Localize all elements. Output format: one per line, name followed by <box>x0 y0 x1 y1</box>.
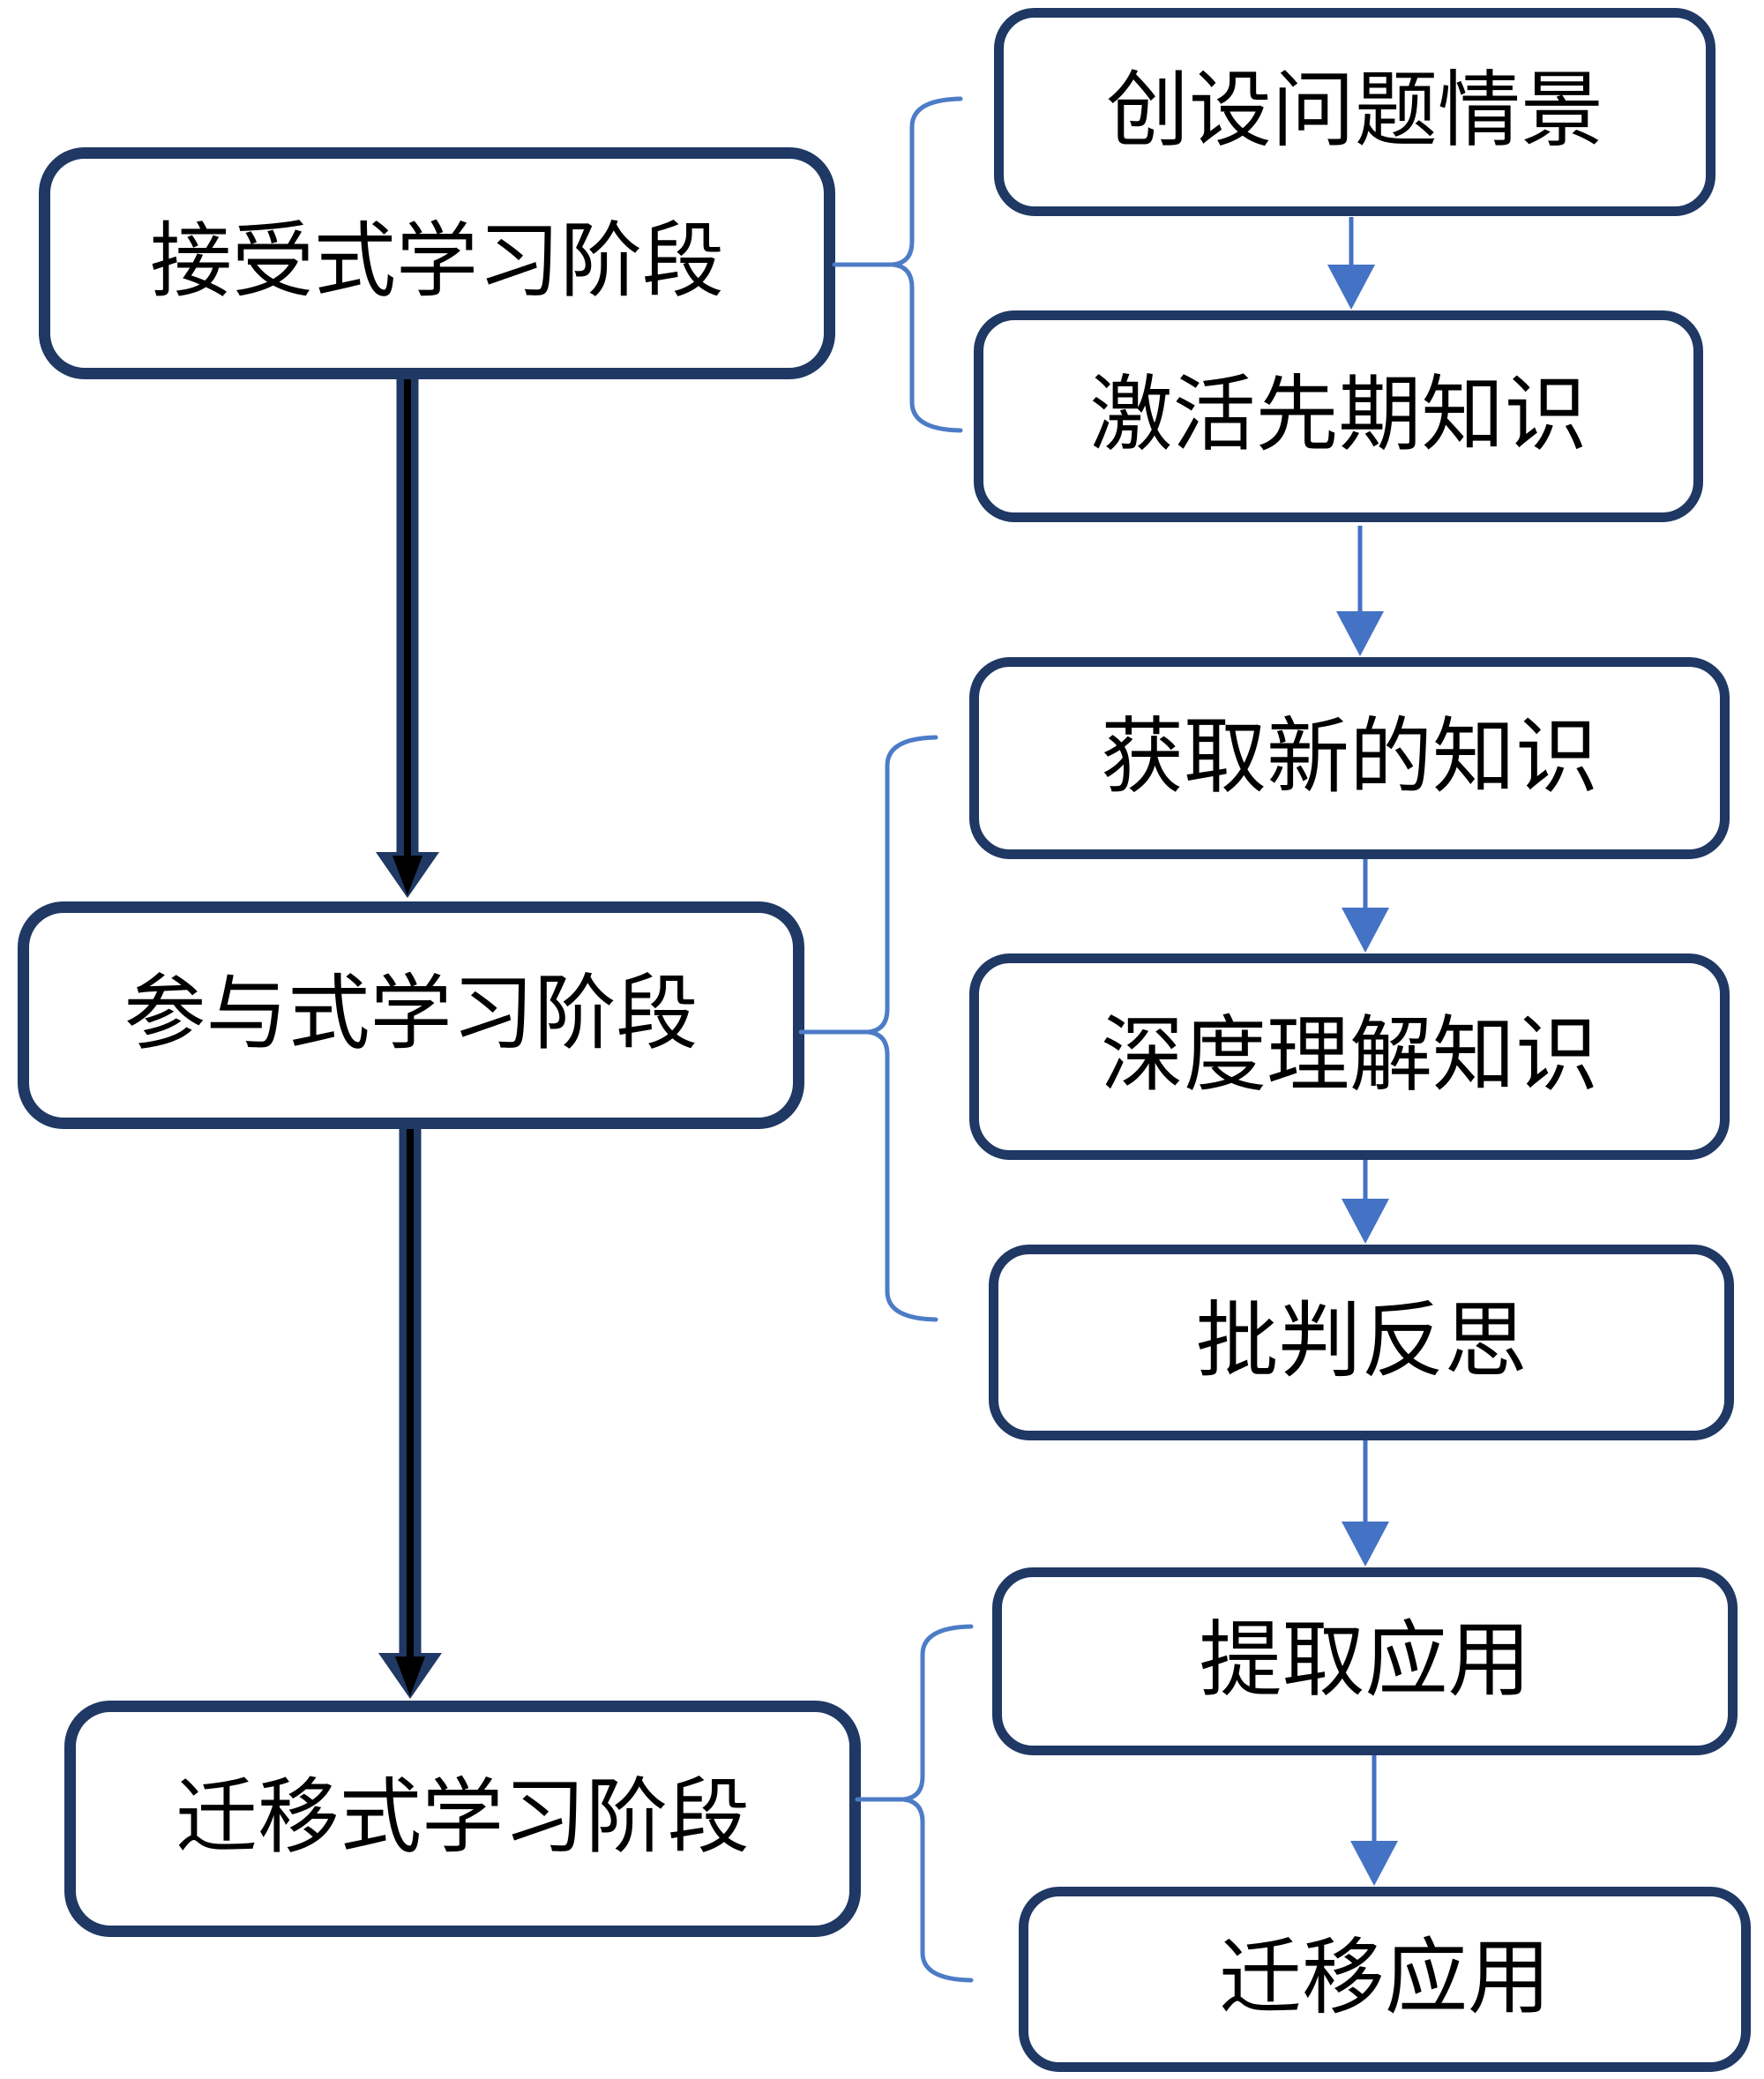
step-arrow-6-to-7 <box>1350 1755 1398 1886</box>
step-box-critical-reflection: 批判反思 <box>989 1245 1734 1440</box>
step-label: 提取应用 <box>1199 1614 1531 1707</box>
step-arrow-1-to-2 <box>1327 217 1375 310</box>
step-label: 深度理解知识 <box>1100 1010 1598 1103</box>
step-box-activate-prior-knowledge: 激活先期知识 <box>974 310 1703 522</box>
stage-label: 迁移式学习阶段 <box>176 1772 750 1864</box>
stage-arrow-1-to-2 <box>376 379 439 898</box>
stage-arrow-2-to-3 <box>378 1129 442 1699</box>
stage-label: 参与式学习阶段 <box>123 968 699 1060</box>
step-label: 激活先期知识 <box>1089 370 1588 462</box>
step-box-transfer-apply: 迁移应用 <box>1019 1887 1751 2072</box>
stage-box-receptive-learning: 接受式学习阶段 <box>39 147 835 379</box>
stage-box-transfer-learning: 迁移式学习阶段 <box>64 1701 861 1937</box>
stage-box-participatory-learning: 参与式学习阶段 <box>18 901 804 1129</box>
step-arrow-5-to-6 <box>1342 1440 1389 1567</box>
step-box-deeply-understand-knowledge: 深度理解知识 <box>969 953 1730 1160</box>
step-box-extract-apply: 提取应用 <box>992 1567 1738 1755</box>
brace-stage-3-steps <box>855 1624 974 1983</box>
step-arrow-2-to-3 <box>1336 526 1384 656</box>
step-label: 获取新的知识 <box>1100 711 1598 804</box>
step-box-create-problem-scenario: 创设问题情景 <box>994 8 1715 216</box>
brace-stage-1-steps <box>832 96 963 433</box>
step-label: 创设问题情景 <box>1105 65 1603 158</box>
step-label: 迁移应用 <box>1218 1933 1551 2025</box>
step-arrow-3-to-4 <box>1342 859 1389 953</box>
step-arrow-4-to-5 <box>1342 1160 1389 1244</box>
step-label: 批判反思 <box>1195 1296 1528 1388</box>
step-box-acquire-new-knowledge: 获取新的知识 <box>969 657 1730 859</box>
stage-label: 接受式学习阶段 <box>150 217 724 309</box>
brace-stage-2-steps <box>798 735 938 1322</box>
